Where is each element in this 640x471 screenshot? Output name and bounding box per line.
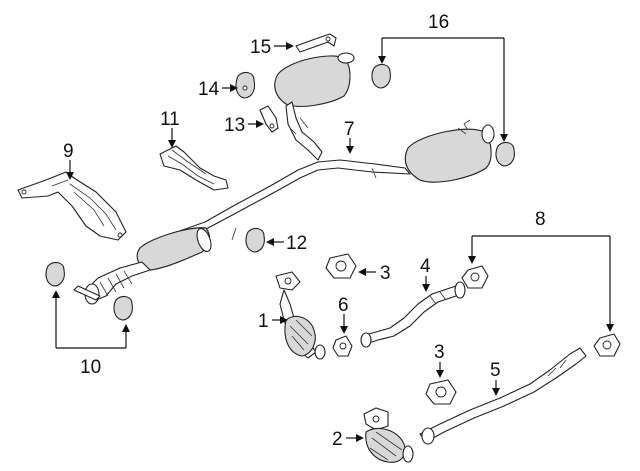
- callout-labels: 9 11 13 14 15 16 7 12 3 4 8 6 1 3 5 2 10: [63, 12, 546, 450]
- callout-3-upper: 3: [380, 263, 391, 284]
- callout-3-lower: 3: [434, 342, 445, 363]
- converter-gasket[interactable]: [325, 253, 457, 405]
- callout-2: 2: [332, 429, 343, 450]
- hanger-insulator-pair[interactable]: [45, 261, 133, 321]
- muffler-bracket[interactable]: [295, 33, 337, 53]
- callout-1: 1: [258, 311, 269, 332]
- rear-catalytic-converter[interactable]: [363, 407, 414, 463]
- rear-exhaust-pipe[interactable]: [419, 347, 587, 445]
- rear-insulators[interactable]: [371, 63, 515, 167]
- hanger-insulator[interactable]: [245, 227, 265, 253]
- callout-11: 11: [160, 109, 180, 130]
- callout-14: 14: [198, 79, 220, 100]
- callout-8: 8: [535, 209, 546, 230]
- callout-9: 9: [63, 141, 74, 162]
- callout-10: 10: [80, 357, 101, 378]
- callout-12: 12: [286, 233, 307, 254]
- leader-lines: [52, 37, 614, 442]
- pipe-gasket[interactable]: [332, 335, 353, 357]
- callout-15: 15: [250, 37, 271, 58]
- exhaust-pipe-gasket-kit[interactable]: [461, 265, 621, 357]
- callout-16: 16: [428, 12, 449, 33]
- front-catalytic-converter[interactable]: [275, 271, 326, 360]
- hanger-bracket[interactable]: [259, 105, 279, 133]
- insulator[interactable]: [235, 71, 256, 99]
- front-exhaust-pipe[interactable]: [360, 281, 466, 348]
- callout-13: 13: [224, 115, 245, 136]
- heat-shield[interactable]: [159, 145, 229, 191]
- callout-6: 6: [338, 295, 349, 316]
- callout-5: 5: [490, 360, 501, 381]
- heat-shield-crossmember[interactable]: [17, 171, 127, 241]
- callout-7: 7: [344, 119, 355, 140]
- callout-4: 4: [420, 256, 431, 277]
- muffler-and-pipe-assembly[interactable]: [84, 52, 495, 305]
